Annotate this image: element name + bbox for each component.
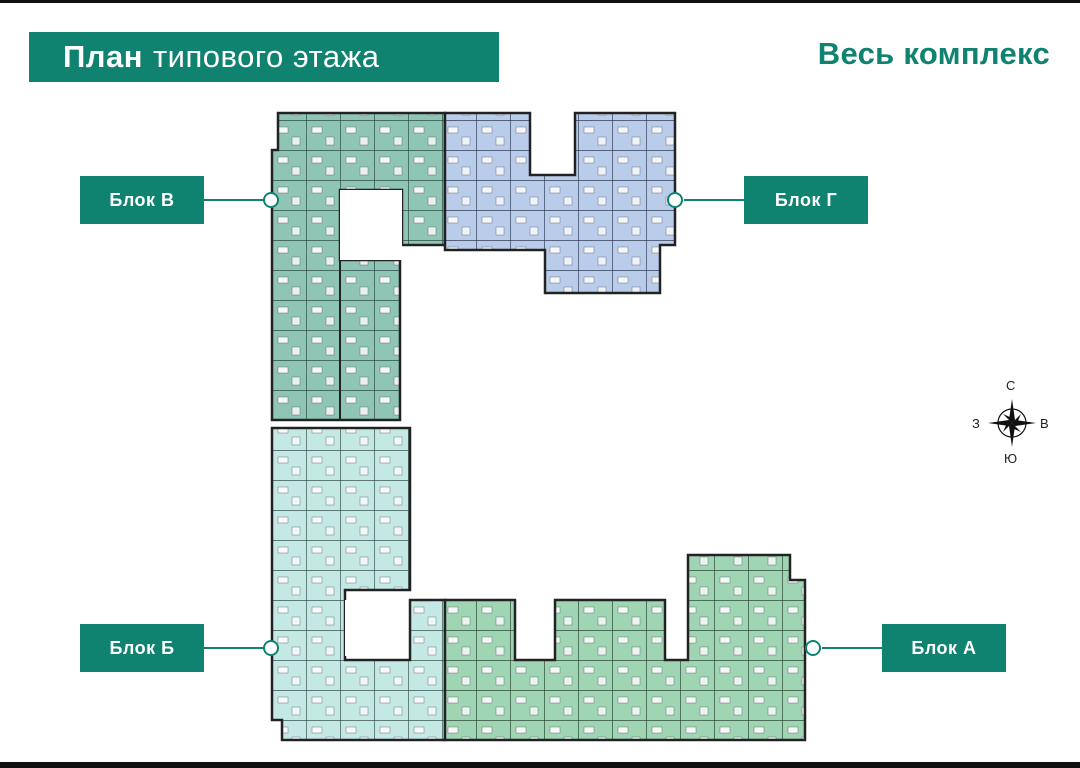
compass: С З В Ю xyxy=(970,378,1054,468)
block-a-plan[interactable] xyxy=(443,553,807,742)
top-rule xyxy=(0,0,1080,3)
connector-dot-b xyxy=(263,640,279,656)
block-label-a[interactable]: Блок А xyxy=(882,624,1006,672)
page-title-bold: План xyxy=(63,39,143,74)
connector-dot-a xyxy=(805,640,821,656)
block-label-b[interactable]: Блок Б xyxy=(80,624,204,672)
connector-dot-g xyxy=(667,192,683,208)
page-title-banner: План типового этажа xyxy=(29,32,499,82)
page-title-light: типового этажа xyxy=(152,39,380,74)
compass-rose-icon xyxy=(988,399,1036,447)
block-v-plan[interactable] xyxy=(270,111,447,422)
whole-complex-link[interactable]: Весь комплекс xyxy=(817,36,1050,71)
connector-v xyxy=(204,199,264,201)
connector-g xyxy=(684,199,744,201)
compass-west: З xyxy=(972,416,980,431)
connector-b xyxy=(204,647,264,649)
block-label-g[interactable]: Блок Г xyxy=(744,176,868,224)
compass-north: С xyxy=(1006,378,1016,393)
block-g-plan[interactable] xyxy=(443,111,677,295)
connector-dot-v xyxy=(263,192,279,208)
block-b-plan[interactable] xyxy=(270,426,447,742)
compass-south: Ю xyxy=(1004,451,1018,466)
connector-a xyxy=(822,647,882,649)
bottom-rule xyxy=(0,762,1080,768)
compass-east: В xyxy=(1040,416,1049,431)
block-label-v[interactable]: Блок В xyxy=(80,176,204,224)
